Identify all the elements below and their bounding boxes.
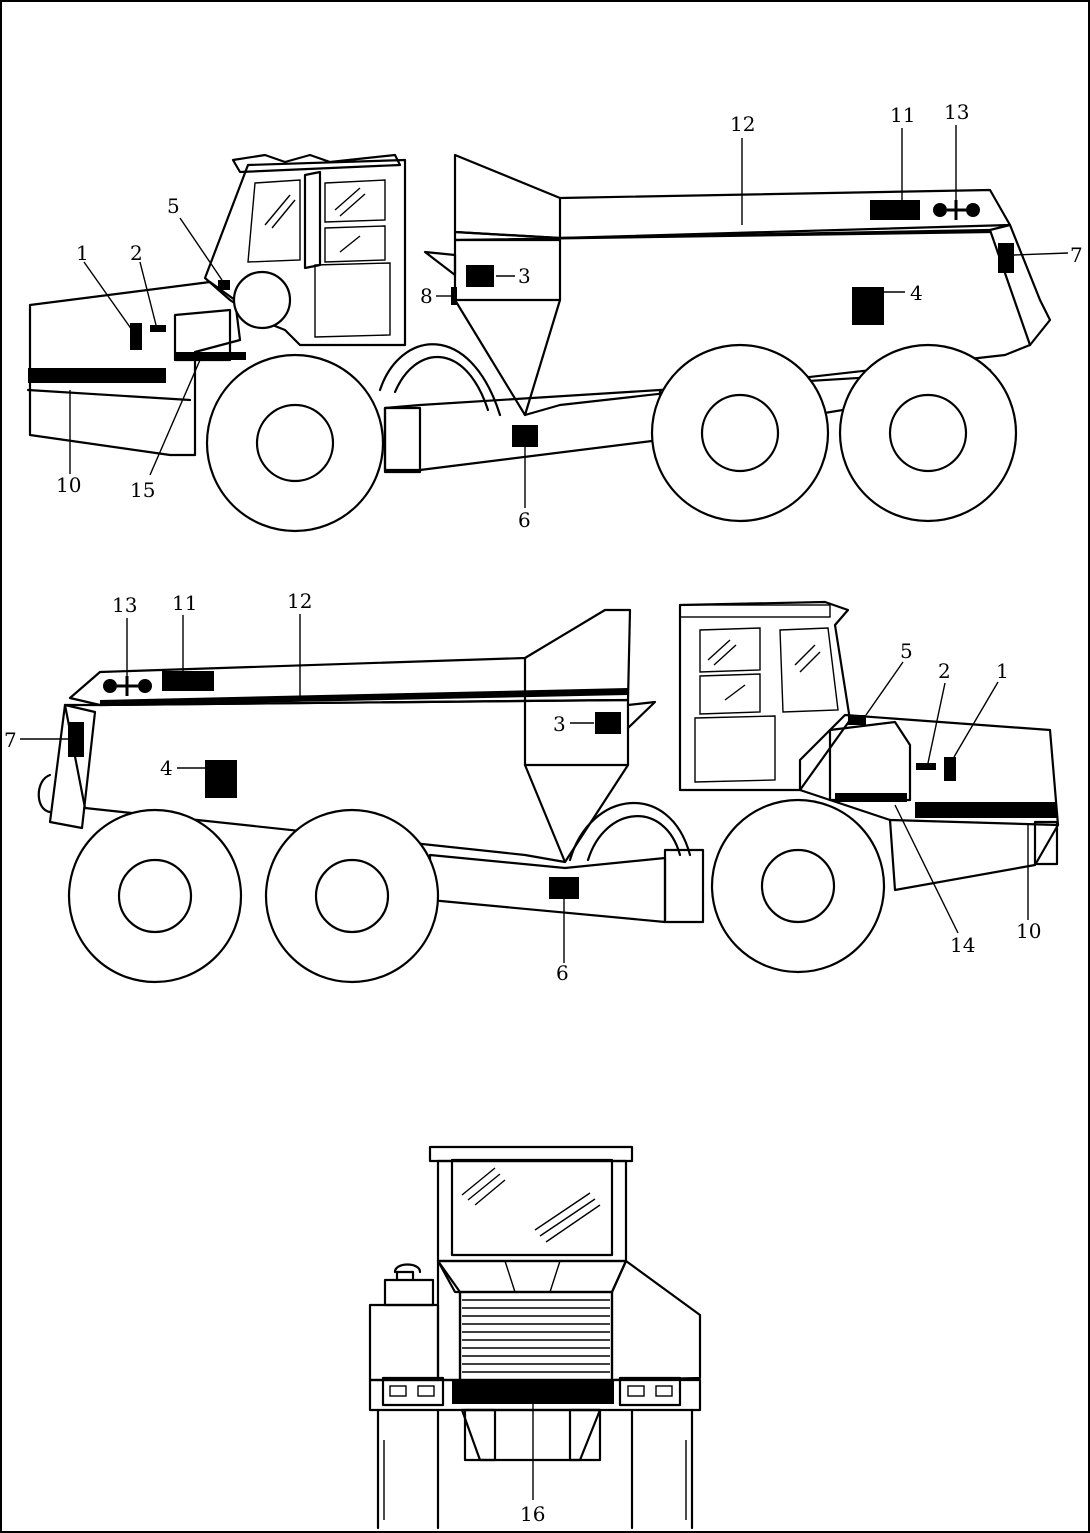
callout-7: 7: [4, 728, 17, 752]
truck-front-view: 16: [368, 1145, 702, 1530]
decal-4: [852, 287, 884, 325]
callout-2: 2: [130, 241, 143, 265]
callout-11: 11: [172, 591, 197, 615]
engine-hood: [798, 713, 1060, 827]
decal-10: [28, 368, 166, 383]
callout-4: 4: [160, 756, 173, 780]
decal-10: [915, 802, 1057, 818]
callout-13: 13: [112, 593, 137, 617]
callout-1: 1: [996, 659, 1009, 683]
decal-1: [130, 323, 142, 350]
decal-3: [595, 712, 621, 734]
windshield: [450, 1158, 614, 1257]
rear-frame: [428, 853, 667, 924]
truck-right-side-view: 1 2 5 3 4 7 8 10 15 6 12 11 13: [26, 100, 1083, 533]
callout-13: 13: [944, 100, 969, 124]
decal-2: [150, 325, 166, 332]
callout-15: 15: [130, 478, 155, 502]
callout-11: 11: [890, 103, 915, 127]
callout-16: 16: [520, 1502, 545, 1526]
callout-3: 3: [553, 712, 566, 736]
decal-7: [68, 722, 84, 757]
dump-body-top: [453, 153, 1012, 240]
callout-12: 12: [287, 589, 312, 613]
callout-10: 10: [56, 473, 81, 497]
truck-left-side-view: 13 11 12 3 4 7 6 5 2 1 14 10: [4, 589, 1060, 985]
callout-3: 3: [518, 264, 531, 288]
decal-15: [176, 352, 246, 360]
callout-5: 5: [900, 639, 913, 663]
decal-14: [835, 793, 907, 802]
decal-7: [998, 243, 1014, 273]
callout-12: 12: [730, 112, 755, 136]
decal-5: [218, 280, 230, 290]
decal-1: [944, 757, 956, 781]
radiator-grille: [458, 1290, 614, 1382]
decal-2: [916, 763, 936, 770]
decal-6: [549, 877, 579, 899]
decal-6: [512, 425, 538, 447]
decal-5: [848, 715, 866, 725]
callout-5: 5: [167, 194, 180, 218]
decal-11: [870, 200, 920, 220]
callout-2: 2: [938, 659, 951, 683]
air-cleaner: [232, 270, 292, 330]
callout-7: 7: [1070, 243, 1083, 267]
callout-1: 1: [76, 241, 89, 265]
callout-10: 10: [1016, 919, 1041, 943]
decal-4: [205, 760, 237, 798]
callout-6: 6: [556, 961, 569, 985]
decal-3: [466, 265, 494, 287]
callout-6: 6: [518, 508, 531, 532]
callout-4: 4: [910, 281, 923, 305]
decal-8: [451, 287, 457, 305]
callout-8: 8: [420, 284, 433, 308]
callout-14: 14: [950, 933, 975, 957]
decal-11: [162, 671, 214, 691]
